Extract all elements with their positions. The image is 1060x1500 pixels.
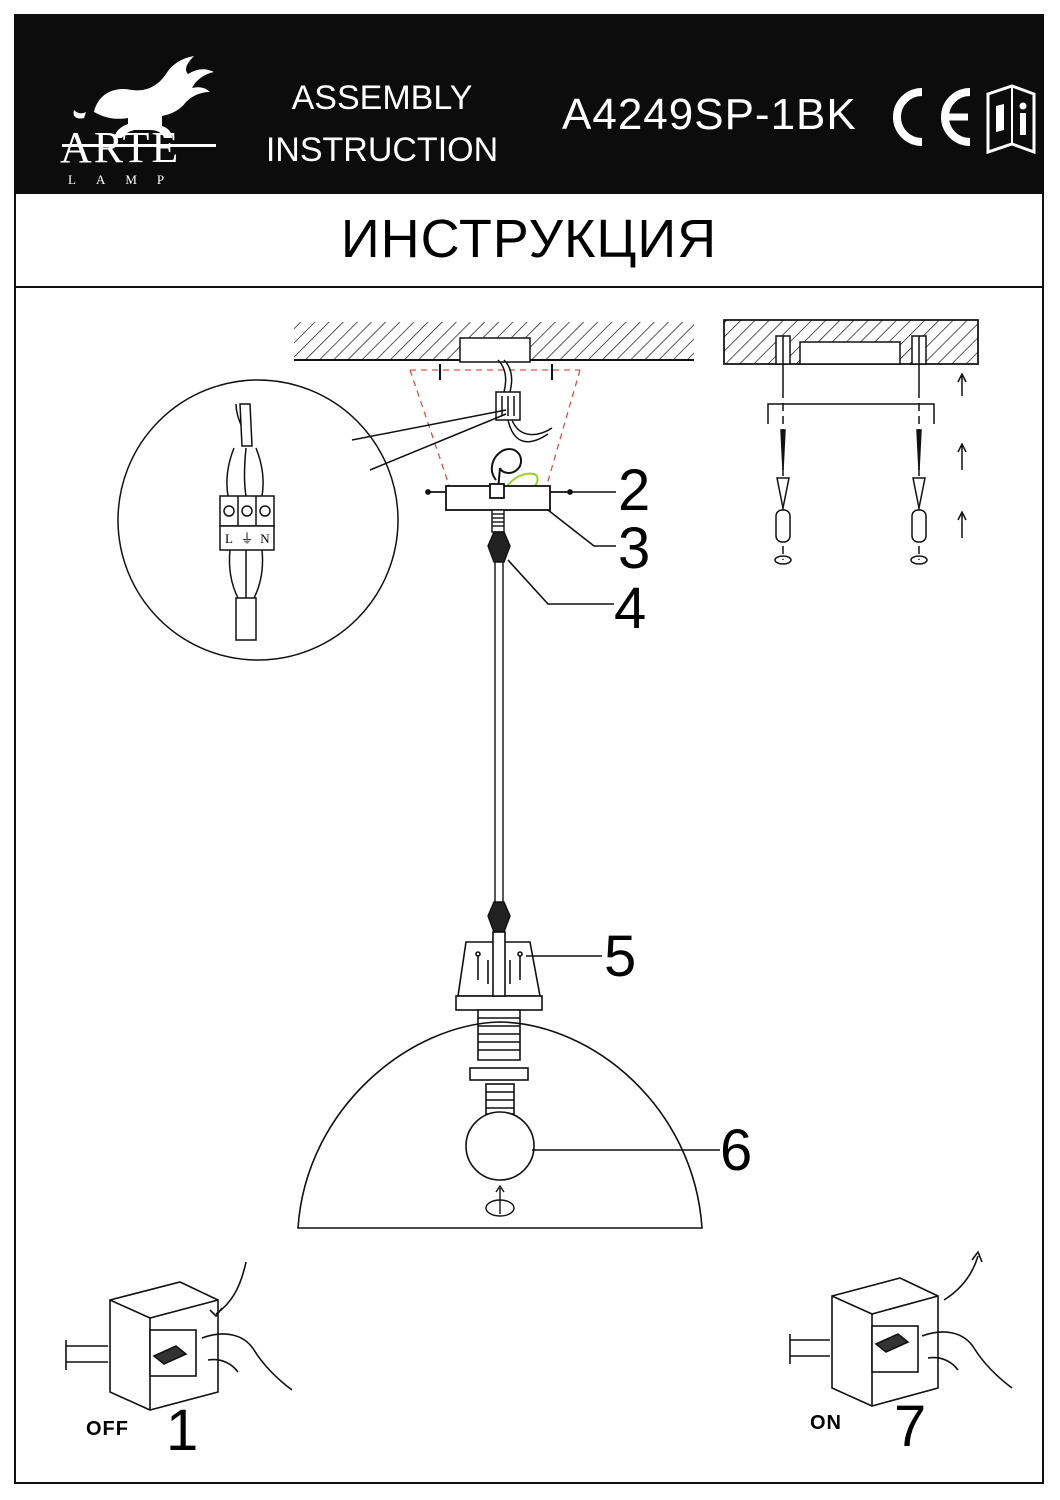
callout-5: 5 bbox=[604, 924, 637, 989]
dome-shade bbox=[297, 1021, 703, 1229]
terminal-label-ground: ⏚ bbox=[240, 532, 253, 547]
lamp-socket bbox=[469, 1009, 529, 1081]
suspension-cable bbox=[494, 562, 504, 902]
step-7-number: 7 bbox=[894, 1394, 927, 1459]
callout-leaders bbox=[507, 491, 720, 1151]
terminal-label-l: L bbox=[225, 531, 233, 546]
wiring-detail bbox=[117, 379, 507, 661]
subtitle: ИНСТРУКЦИЯ bbox=[340, 209, 718, 269]
brand-subtitle: LAMP bbox=[68, 172, 185, 187]
brand-name: ARTE bbox=[60, 123, 181, 172]
shade-holder bbox=[455, 931, 543, 1011]
step-1-number: 1 bbox=[166, 1398, 199, 1463]
terminal-block bbox=[495, 359, 553, 443]
callout-6: 6 bbox=[720, 1118, 753, 1183]
rotate-arrow-icon bbox=[485, 1184, 515, 1217]
switch-on-label: ON bbox=[810, 1412, 842, 1434]
callout-4: 4 bbox=[614, 576, 647, 641]
callout-2: 2 bbox=[618, 458, 651, 523]
mounting-plate bbox=[425, 483, 573, 511]
title-line-1: ASSEMBLY bbox=[291, 79, 473, 117]
light-bulb bbox=[465, 1083, 535, 1181]
callout-3: 3 bbox=[618, 516, 651, 581]
document-title: ASSEMBLY INSTRUCTION bbox=[262, 72, 502, 176]
threaded-rod bbox=[491, 509, 505, 533]
title-line-2: INSTRUCTION bbox=[265, 131, 499, 169]
ceiling-mount-detail bbox=[723, 319, 979, 565]
wall-switch-off bbox=[65, 1261, 293, 1411]
cord-grip-bottom bbox=[487, 901, 511, 933]
canopy-guide-lines bbox=[409, 369, 581, 489]
subtitle-band: ИНСТРУКЦИЯ bbox=[14, 194, 1044, 288]
cord-grip-top bbox=[487, 531, 511, 563]
model-number: A4249SP-1BK bbox=[562, 90, 857, 139]
wall-switch-on bbox=[789, 1250, 1013, 1407]
terminal-label-n: N bbox=[260, 531, 270, 546]
switch-off-label: OFF bbox=[86, 1418, 129, 1440]
ce-mark-icon bbox=[893, 88, 971, 146]
ceiling bbox=[294, 322, 694, 363]
griffin-logo-icon bbox=[62, 56, 216, 147]
header-bar: ARTE LAMP ASSEMBLY INSTRUCTION A4249SP-1… bbox=[14, 14, 1044, 194]
info-booklet-icon bbox=[986, 84, 1036, 155]
